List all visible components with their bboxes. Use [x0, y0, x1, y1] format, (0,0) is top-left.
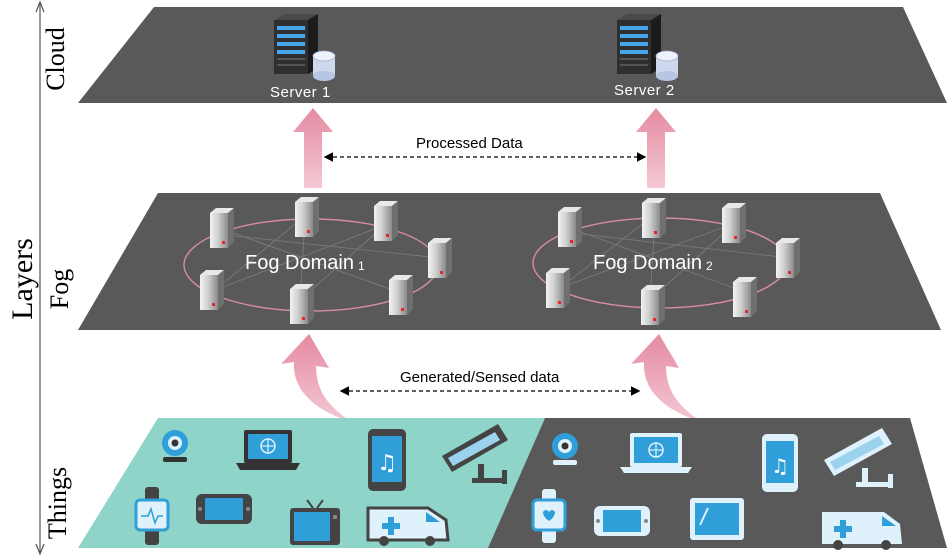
- cctv-camera-icon: [824, 428, 893, 488]
- laptop-icon: [236, 430, 300, 470]
- tv-icon: [290, 499, 340, 545]
- smartwatch-icon: [134, 487, 170, 545]
- phone-icon: ♫: [368, 429, 406, 491]
- layers-axis-top-arrow: [35, 0, 45, 13]
- webcam-icon: [552, 433, 578, 465]
- cloud-plane: [78, 7, 947, 103]
- cloud-layer: [78, 7, 947, 103]
- processed-arrow-right: [636, 108, 676, 188]
- fog-domain-2-cluster: [532, 198, 800, 325]
- fog-layer-label: Fog: [45, 268, 75, 310]
- fog-domain-1-cluster: [183, 197, 452, 324]
- fog-domain-1-index: 1: [357, 259, 365, 273]
- cctv-camera-icon: [442, 424, 508, 484]
- processed-arrow-left: [293, 108, 333, 188]
- ambulance-icon: [822, 512, 902, 550]
- smartwatch-icon: [531, 489, 567, 543]
- cloud-layer-label: Cloud: [40, 27, 70, 91]
- svg-text:♫: ♫: [377, 451, 397, 476]
- fog-domain-2-title: Fog Domain: [593, 252, 702, 274]
- tv-icon: [690, 498, 744, 540]
- svg-text:♫: ♫: [771, 454, 789, 478]
- ambulance-icon: [366, 506, 450, 546]
- things-layer: ♫: [78, 418, 947, 550]
- phone-icon: ♫: [762, 434, 798, 492]
- processed-data-label: Processed Data: [416, 135, 523, 152]
- fog-domain-2-index: 2: [705, 259, 713, 273]
- generated-arrow-left: [281, 334, 352, 422]
- layers-axis-label: Layers: [5, 238, 39, 320]
- fog-domain-1-title: Fog Domain: [245, 252, 354, 274]
- laptop-icon: [620, 433, 692, 473]
- tablet-icon: [196, 494, 252, 524]
- generated-arrow-right: [631, 334, 702, 422]
- layers-axis-bottom-arrow: [35, 543, 45, 556]
- tablet-icon: [594, 506, 650, 536]
- things-layer-label: Things: [43, 466, 73, 540]
- fog-layer: [78, 193, 941, 330]
- server-1-label: Server 1: [270, 84, 331, 101]
- generated-data-label: Generated/Sensed data: [400, 369, 560, 386]
- webcam-icon: [162, 430, 188, 462]
- server-2-label: Server 2: [614, 82, 675, 99]
